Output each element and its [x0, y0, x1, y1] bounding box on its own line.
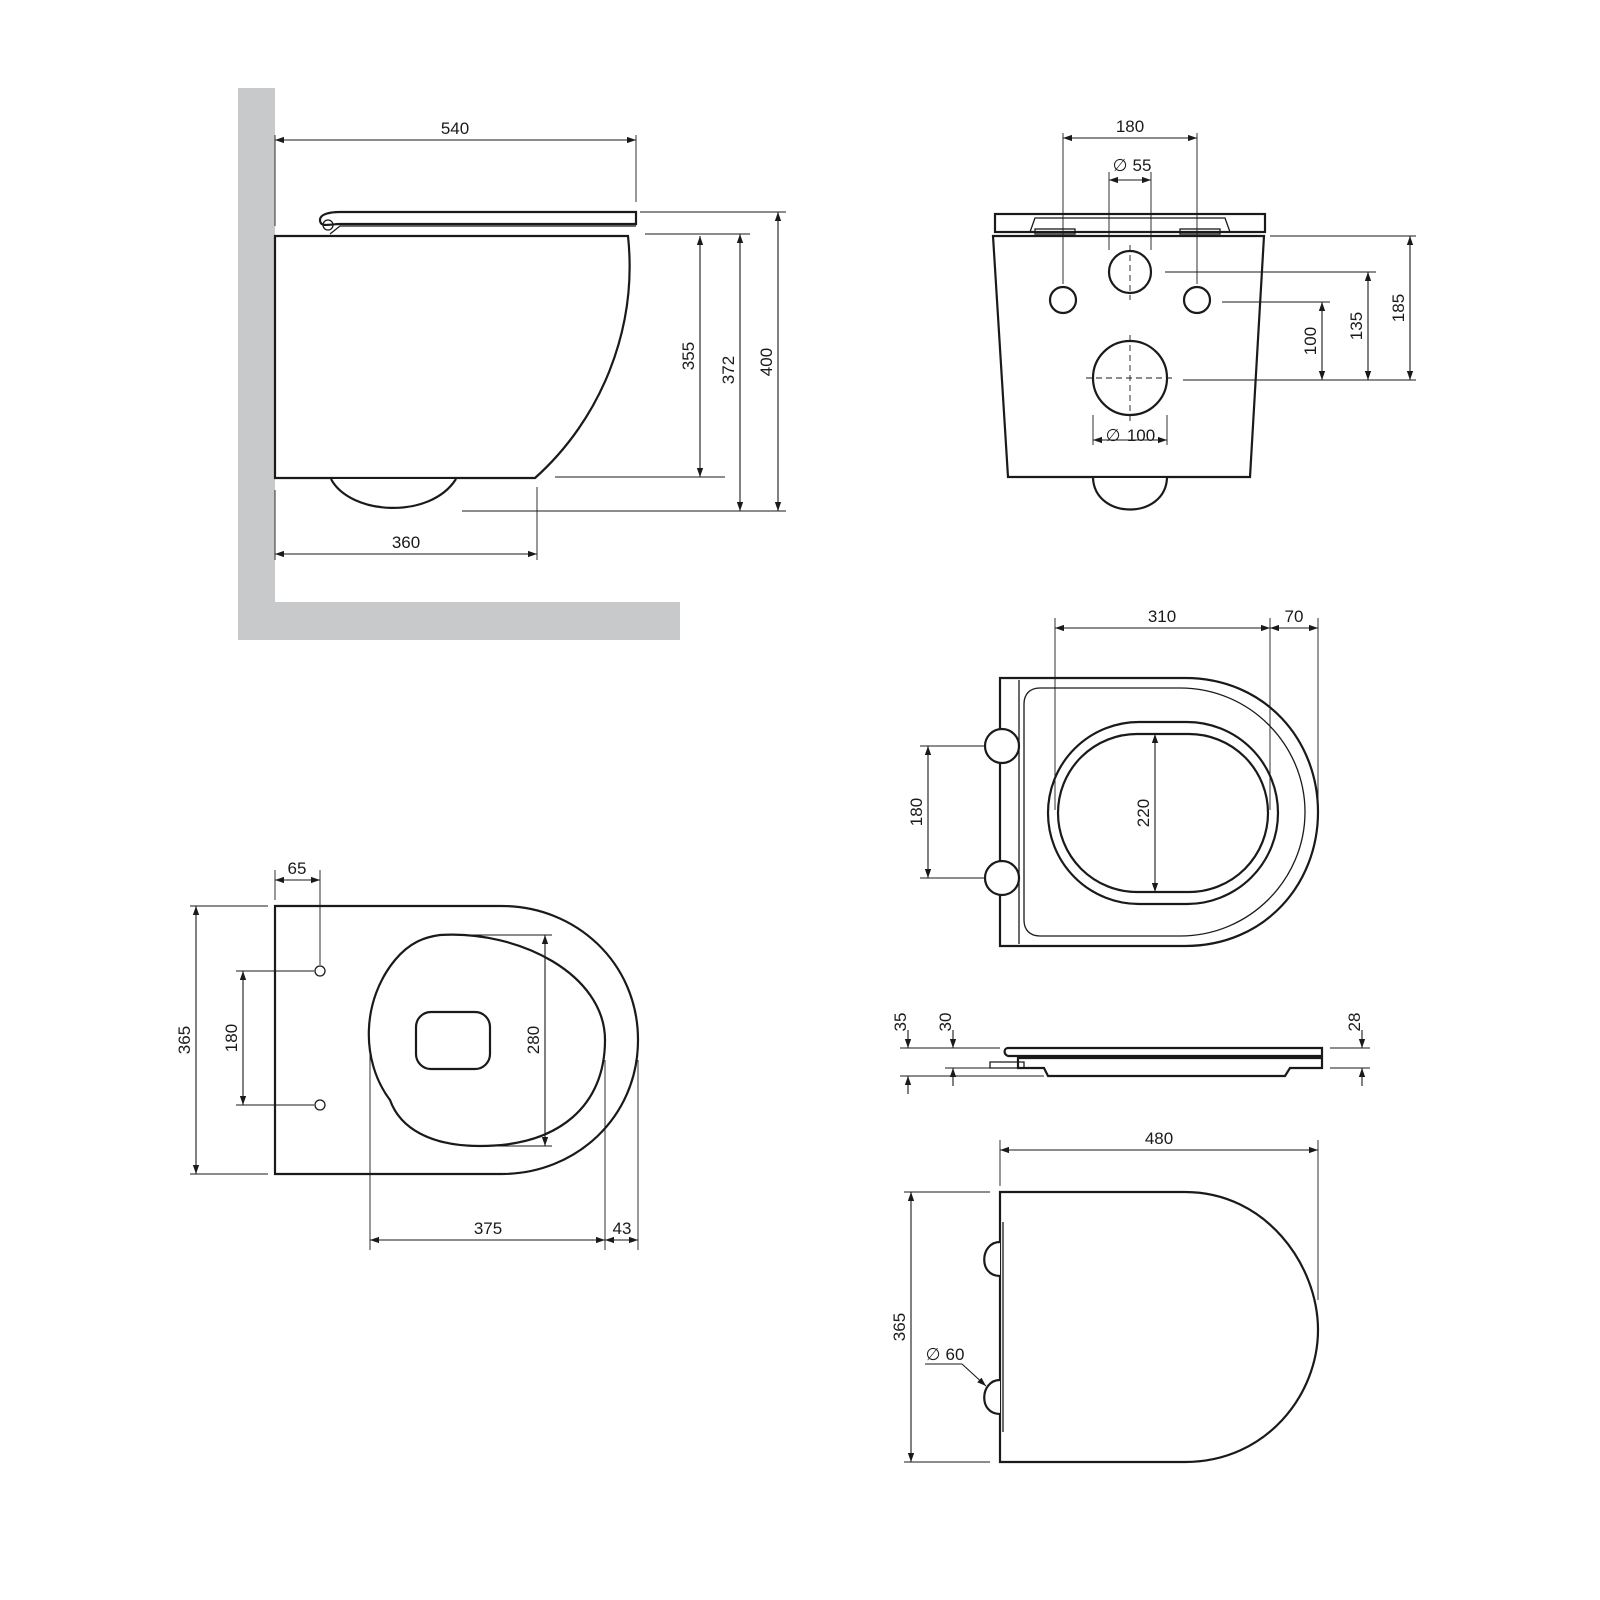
lid-hinge-lower [983, 1378, 1001, 1416]
dim-hinge-diameter: 60 [946, 1345, 965, 1364]
dim-inlet-diameter: 55 [1133, 156, 1152, 175]
dim-opening-length: 280 [524, 1026, 543, 1054]
bolt-hole-upper [314, 965, 326, 977]
dim-to-front: 375 [474, 1219, 502, 1238]
seat-top-view: 310 70 180 220 [907, 607, 1320, 948]
dim-seat-depth: 310 [1148, 607, 1176, 626]
dim-outlet-diameter-symbol: ∅ [1106, 426, 1121, 445]
lid-hinge-upper [983, 1240, 1001, 1278]
seat-ring-inner [1056, 732, 1270, 894]
dim-outlet-diameter: 100 [1127, 426, 1155, 445]
dim-hinge-diameter-symbol: ∅ [926, 1345, 941, 1364]
bowl-top-view: 65 365 180 280 375 43 [175, 859, 640, 1250]
dim-front-overhang: 43 [613, 1219, 632, 1238]
side-view: 540 360 355 372 400 [238, 88, 786, 640]
seat-inner-edge [1023, 687, 1306, 937]
hinge-bottom [983, 859, 1021, 897]
dim-outlet-to-top: 185 [1389, 294, 1408, 322]
seat-hinge-side [329, 225, 636, 235]
toilet-body-side [273, 234, 631, 480]
dim-hinge-spacing: 180 [907, 798, 926, 826]
dim-lid-length: 480 [1145, 1129, 1173, 1148]
seat-side-view: 35 30 28 [891, 1013, 1370, 1094]
dim-bolt-spacing: 180 [222, 1024, 241, 1052]
dim-thickness: 28 [1345, 1013, 1364, 1032]
dim-depth-to-outlet: 360 [392, 533, 420, 552]
outlet-spigot-rear [1091, 477, 1169, 511]
lid-outline-top [998, 1190, 1320, 1464]
dim-bolt-offset: 65 [288, 859, 307, 878]
dim-total-length: 540 [441, 119, 469, 138]
hinge-diameter-leader [961, 1363, 987, 1387]
hinge-top [983, 727, 1021, 765]
rear-view: 180 ∅ 55 ∅ 100 100 135 185 [991, 117, 1416, 511]
fixing-hole-left [1048, 285, 1078, 315]
dim-fixing-spacing: 180 [1116, 117, 1144, 136]
dim-opening-width: 220 [1134, 799, 1153, 827]
dim-total-height: 400 [757, 348, 776, 376]
fixing-hole-right [1182, 285, 1212, 315]
dim-inlet-diameter-symbol: ∅ [1113, 156, 1128, 175]
seat-side [318, 210, 638, 227]
dim-bowl-height: 355 [679, 342, 698, 370]
outlet-spigot-side [330, 478, 457, 509]
bolt-hole-lower [314, 1099, 326, 1111]
seat-profile-side [1003, 1046, 1324, 1058]
dim-width: 365 [175, 1026, 194, 1054]
dim-front-offset: 70 [1285, 607, 1304, 626]
dim-height-b: 30 [936, 1013, 955, 1032]
seat-hinge-side-small [989, 1061, 1025, 1069]
dim-lid-width: 365 [890, 1313, 909, 1341]
dim-height-a: 35 [891, 1013, 910, 1032]
dim-height-with-seat: 372 [719, 356, 738, 384]
hinge-pivot [322, 219, 334, 231]
dim-outlet-to-inlet: 135 [1347, 312, 1366, 340]
seat-lid-side [1016, 1056, 1324, 1078]
seat-hinge-rear [1029, 217, 1231, 233]
bowl-drain-top [414, 1010, 492, 1071]
dim-outlet-to-fixing: 100 [1301, 327, 1320, 355]
lid-top-view: 480 365 ∅ 60 [890, 1129, 1320, 1464]
